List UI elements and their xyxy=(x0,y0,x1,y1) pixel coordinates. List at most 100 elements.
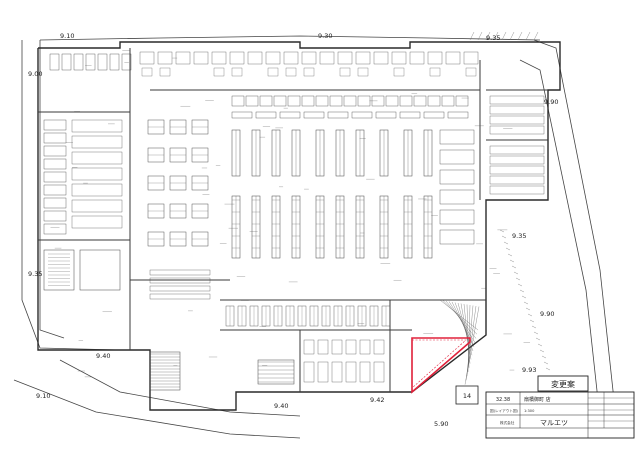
company-label: 株式会社 xyxy=(500,420,515,425)
plan-line-104 xyxy=(427,95,441,107)
plan-line-154 xyxy=(43,158,67,170)
plan-line-201 xyxy=(301,51,317,65)
plan-line-379 xyxy=(525,307,531,311)
plan-line-99 xyxy=(357,95,371,107)
plan-line-100 xyxy=(371,95,385,107)
plan-line-191 xyxy=(193,51,209,65)
level-marker-11: 9.40 xyxy=(274,402,288,410)
plan-line-116 xyxy=(447,111,469,119)
plan-line-166 xyxy=(71,215,123,229)
plan-line-225 xyxy=(489,185,545,195)
plan-line-377 xyxy=(521,295,527,299)
plan-line-218 xyxy=(489,105,545,115)
plan-line-95 xyxy=(301,95,315,107)
plan-line-281 xyxy=(317,339,329,355)
plan-line-292 xyxy=(439,299,479,331)
plan-line-96 xyxy=(315,95,329,107)
plan-line-152 xyxy=(43,132,67,144)
plan-line-199 xyxy=(283,51,299,65)
plan-line-273 xyxy=(257,359,295,385)
level-marker-7: 9.35 xyxy=(28,270,42,278)
plan-line-167 xyxy=(43,249,75,291)
plan-line-290 xyxy=(359,361,371,383)
plan-line-376 xyxy=(519,289,525,293)
plan-line-282 xyxy=(331,339,343,355)
plan-line-369 xyxy=(505,247,511,251)
plan-line-181 xyxy=(73,53,84,71)
drawing-scale: 1:300 xyxy=(524,409,535,413)
title-block: 32.38 扇橋御町 店 図(レイアウト図) 1:300 株式会社 マルエツ xyxy=(485,391,635,439)
plan-line-182 xyxy=(85,53,96,71)
plan-line-101 xyxy=(385,95,399,107)
plan-line-148 xyxy=(149,277,211,284)
plan-line-226 xyxy=(439,129,475,145)
internal-walls xyxy=(38,48,548,392)
plan-line-283 xyxy=(345,339,357,355)
sheet-number-box: 14 xyxy=(455,385,479,405)
plan-line-155 xyxy=(43,171,67,183)
plan-line-219 xyxy=(489,115,545,125)
plan-line-149 xyxy=(149,285,211,292)
revision-stamp: 変更案 xyxy=(537,375,589,392)
plan-line-372 xyxy=(511,265,517,269)
plan-line-229 xyxy=(439,189,475,205)
plan-line-92 xyxy=(259,95,273,107)
plan-line-209 xyxy=(391,51,407,65)
level-marker-1: 9.10 xyxy=(60,32,74,40)
plan-line-287 xyxy=(317,361,329,383)
level-marker-14: 5.90 xyxy=(434,420,448,428)
plan-line-280 xyxy=(303,339,315,355)
plan-line-260 xyxy=(149,351,181,391)
plan-line-217 xyxy=(489,95,545,105)
plan-line-195 xyxy=(231,67,243,77)
plan-line-387 xyxy=(541,355,547,359)
plan-line-150 xyxy=(149,293,211,300)
plan-line-162 xyxy=(71,151,123,165)
plan-line-102 xyxy=(399,95,413,107)
plan-line-227 xyxy=(439,149,475,165)
plan-line-200 xyxy=(285,67,297,77)
plan-line-193 xyxy=(213,67,225,77)
plan-line-380 xyxy=(527,313,533,317)
level-marker-6: 9.35 xyxy=(512,232,526,240)
plan-line-285 xyxy=(373,339,385,355)
plan-line-367 xyxy=(501,235,507,239)
plan-line-289 xyxy=(345,361,357,383)
project-number: 32.38 xyxy=(496,397,510,403)
plan-line-157 xyxy=(43,197,67,209)
plan-line-160 xyxy=(71,119,123,133)
plan-line-186 xyxy=(139,51,155,65)
plan-line-215 xyxy=(463,51,479,65)
plan-line-159 xyxy=(43,223,67,235)
store-name: 扇橋御町 店 xyxy=(524,396,551,403)
level-marker-5: 9.90 xyxy=(544,98,558,106)
plan-line-373 xyxy=(513,271,519,275)
plan-line-384 xyxy=(535,337,541,341)
level-marker-8: 9.90 xyxy=(540,310,554,318)
plan-line-98 xyxy=(343,95,357,107)
plan-line-385 xyxy=(537,343,543,347)
plan-line-198 xyxy=(267,67,279,77)
plan-line-103 xyxy=(413,95,427,107)
plan-line-383 xyxy=(533,331,539,335)
level-marker-3: 9.35 xyxy=(486,34,500,42)
level-markers: 9.10 9.30 9.35 9.00 9.90 9.35 9.35 9.90 … xyxy=(28,32,558,428)
plan-line-231 xyxy=(439,229,475,245)
level-marker-4: 9.00 xyxy=(28,70,42,78)
plan-line-284 xyxy=(359,339,371,355)
site-boundary xyxy=(13,35,615,439)
plan-line-222 xyxy=(489,155,545,165)
plan-line-163 xyxy=(71,167,123,181)
plan-line-304 xyxy=(465,305,477,381)
plan-line-213 xyxy=(429,67,441,77)
plan-line-106 xyxy=(455,95,469,107)
plan-line-368 xyxy=(503,241,509,245)
plan-line-210 xyxy=(393,67,405,77)
plan-line-93 xyxy=(273,95,287,107)
sheet-number: 14 xyxy=(463,392,471,400)
plan-line-386 xyxy=(539,349,545,353)
plan-line-382 xyxy=(531,325,537,329)
plan-line-111 xyxy=(327,111,349,119)
plan-line-286 xyxy=(303,361,315,383)
